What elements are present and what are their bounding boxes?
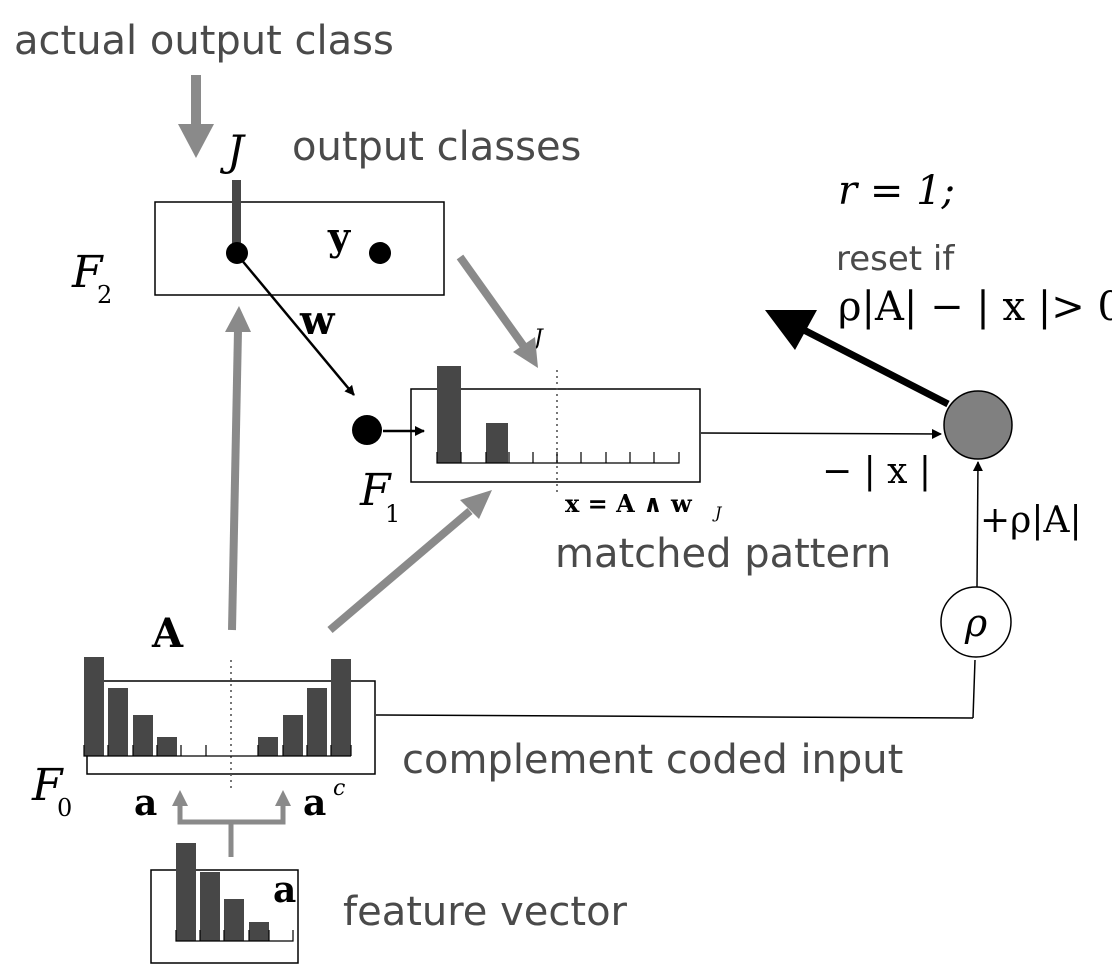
f0-to-f1-arrowhead bbox=[460, 490, 492, 519]
f2-subscript: 2 bbox=[97, 281, 112, 309]
f0-bar-6 bbox=[283, 715, 303, 756]
f0-to-f2-arrow-shaft bbox=[228, 329, 242, 631]
actual-class-arrowhead bbox=[178, 124, 214, 158]
split-arrowhead-left bbox=[172, 790, 188, 806]
wj-arrowhead bbox=[513, 337, 538, 368]
output-classes-label: output classes bbox=[292, 124, 581, 170]
a-feature-symbol: a bbox=[273, 869, 296, 911]
split-arrowhead-right bbox=[275, 790, 291, 806]
plus-rho-A-label: +ρ|A| bbox=[980, 500, 1082, 541]
f2-node-y bbox=[369, 242, 391, 264]
actual-output-class-label: actual output class bbox=[14, 18, 394, 64]
feature-bar-2 bbox=[200, 872, 220, 941]
matched-pattern-label: matched pattern bbox=[555, 531, 891, 577]
j-symbol: J bbox=[219, 126, 246, 175]
f1-to-reset-arrow bbox=[700, 428, 942, 439]
wj-arrow-shaft bbox=[456, 254, 529, 351]
reset-arrow-shaft bbox=[798, 324, 950, 408]
rho-vertical-line bbox=[972, 659, 976, 719]
f0-to-f1-arrow-shaft bbox=[327, 507, 473, 634]
f0-to-f2-arrowhead bbox=[225, 306, 251, 332]
f2-symbol: F bbox=[71, 247, 104, 298]
f0-to-rho-line bbox=[375, 714, 974, 719]
f2-node-j bbox=[226, 242, 248, 264]
y-symbol: y bbox=[327, 214, 351, 259]
f1-box bbox=[410, 388, 701, 483]
f0-subscript: 0 bbox=[57, 794, 72, 822]
reset-node bbox=[943, 390, 1013, 460]
r-equation: r = 1; bbox=[838, 168, 955, 214]
a-left-symbol: a bbox=[134, 782, 157, 824]
f1-input-node bbox=[352, 415, 382, 445]
x-equation-subscript: J bbox=[712, 503, 723, 522]
feature-bar-1 bbox=[176, 843, 196, 941]
ac-superscript: c bbox=[333, 776, 345, 801]
feature-bar-4 bbox=[249, 922, 269, 941]
f2-box bbox=[154, 201, 445, 296]
f2-active-bar bbox=[232, 180, 241, 254]
ac-symbol: a bbox=[303, 782, 326, 824]
rho-symbol: ρ bbox=[964, 601, 988, 645]
f1-bar-2 bbox=[486, 423, 508, 463]
feature-vector-label: feature vector bbox=[343, 889, 628, 935]
rho-to-reset-arrow bbox=[972, 461, 983, 588]
f0-bar-3 bbox=[133, 715, 153, 756]
f1-subscript: 1 bbox=[385, 500, 400, 528]
j-to-f1-arrow bbox=[239, 257, 355, 396]
rho-node bbox=[940, 586, 1012, 658]
f0-bar-4 bbox=[157, 737, 177, 756]
feature-ruler bbox=[175, 930, 294, 942]
split-arrow-lines bbox=[177, 803, 286, 857]
feature-bar-3 bbox=[224, 899, 244, 941]
f0-bar-5 bbox=[258, 737, 278, 756]
feature-vector-box bbox=[150, 869, 299, 964]
f0-bar-1 bbox=[84, 657, 104, 756]
A-symbol: A bbox=[151, 610, 184, 657]
complement-coded-input-label: complement coded input bbox=[402, 737, 903, 783]
reset-condition-equation: ρ|A| − | x |> 0 bbox=[838, 284, 1112, 330]
x-equation: x = A ∧ w bbox=[565, 489, 693, 518]
f1-ruler bbox=[436, 452, 680, 464]
f0-bar-2 bbox=[108, 688, 128, 756]
minus-x-label: − | x | bbox=[822, 451, 931, 492]
f1-bar-1 bbox=[437, 366, 461, 463]
reset-arrowhead bbox=[765, 310, 817, 350]
f0-ruler bbox=[83, 745, 352, 757]
f0-bar-8 bbox=[331, 659, 351, 756]
f1-symbol: F bbox=[359, 465, 392, 516]
f0-symbol: F bbox=[31, 760, 64, 811]
f0-bar-7 bbox=[307, 688, 327, 756]
reset-if-label: reset if bbox=[836, 239, 955, 279]
